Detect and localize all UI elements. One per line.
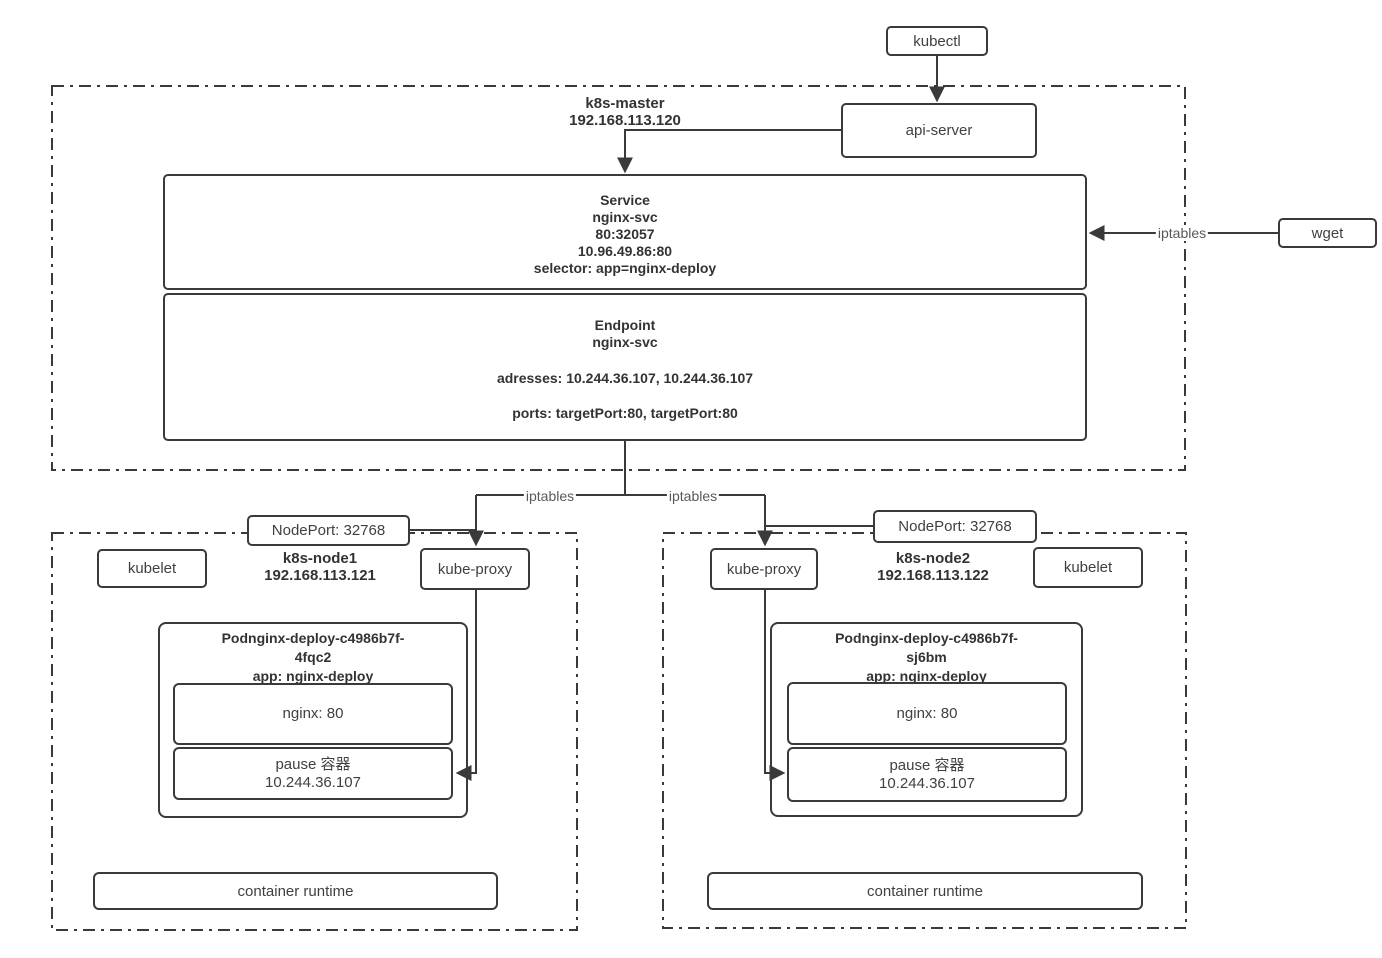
pod2-title: Podnginx-deploy-c4986b7f- sj6bm app: ngi… (772, 624, 1081, 686)
iptables-label-wget: iptables (1155, 225, 1209, 241)
iptables-label-node2: iptables (666, 488, 720, 504)
nginx-container-label-node1: nginx: 80 (282, 705, 344, 722)
endpoint-box: Endpoint nginx-svc adresses: 10.244.36.1… (163, 293, 1087, 441)
pause1-name: pause 容器 (275, 755, 351, 773)
nginx-container-box-node1: nginx: 80 (173, 683, 453, 745)
node2-title: k8s-node2 192.168.113.122 (877, 550, 989, 584)
api-server-box: api-server (841, 103, 1037, 158)
nodeport-label-node1: NodePort: 32768 (271, 522, 386, 539)
wget-label: wget (1311, 224, 1344, 242)
endpoint-title: Endpoint (594, 317, 656, 333)
node1-title: k8s-node1 192.168.113.121 (264, 550, 376, 584)
container-runtime-label-node1: container runtime (237, 882, 354, 900)
pause-container-label-node2: pause 容器 10.244.36.107 (879, 757, 975, 793)
kube-proxy-box-node1: kube-proxy (420, 548, 530, 590)
pause-container-label-node1: pause 容器 10.244.36.107 (265, 756, 361, 792)
pause1-ip: 10.244.36.107 (265, 773, 361, 791)
nodeport-badge-node2: NodePort: 32768 (873, 510, 1037, 543)
pause2-name: pause 容器 (889, 756, 965, 774)
nginx-container-box-node2: nginx: 80 (787, 682, 1067, 745)
pod1-title-line2: 4fqc2 (294, 649, 332, 665)
endpoint-name: nginx-svc (592, 334, 658, 350)
pod2-title-line1: Podnginx-deploy-c4986b7f- (835, 630, 1018, 646)
kubelet-label-node1: kubelet (127, 560, 177, 577)
pause2-ip: 10.244.36.107 (879, 774, 975, 792)
container-runtime-box-node1: container runtime (93, 872, 498, 910)
service-box: Service nginx-svc 80:32057 10.96.49.86:8… (163, 174, 1087, 290)
iptables-label-node1: iptables (523, 488, 577, 504)
service-cluster-ip: 10.96.49.86:80 (577, 243, 673, 259)
kubelet-box-node1: kubelet (97, 549, 207, 588)
pause-container-box-node2: pause 容器 10.244.36.107 (787, 747, 1067, 802)
kube-proxy-label-node2: kube-proxy (726, 560, 802, 578)
kubectl-label: kubectl (913, 32, 961, 50)
master-ip: 192.168.113.120 (569, 112, 681, 129)
node2-name: k8s-node2 (895, 550, 971, 567)
endpoint-addresses: adresses: 10.244.36.107, 10.244.36.107 (496, 370, 754, 386)
node1-ip: 192.168.113.121 (264, 567, 376, 584)
pod2-title-line2: sj6bm (906, 649, 947, 665)
kube-proxy-box-node2: kube-proxy (710, 548, 818, 590)
endpoint-ports: ports: targetPort:80, targetPort:80 (512, 405, 738, 421)
master-title: k8s-master 192.168.113.120 (569, 95, 681, 129)
nginx-container-label-node2: nginx: 80 (896, 704, 958, 722)
master-name: k8s-master (585, 95, 665, 112)
service-selector: selector: app=nginx-deploy (533, 260, 717, 276)
container-runtime-box-node2: container runtime (707, 872, 1143, 910)
api-server-label: api-server (905, 122, 973, 139)
service-port-mapping: 80:32057 (595, 226, 655, 242)
kubelet-label-node2: kubelet (1063, 559, 1113, 576)
kubelet-box-node2: kubelet (1033, 547, 1143, 588)
nodeport-label-node2: NodePort: 32768 (898, 518, 1012, 535)
container-runtime-label-node2: container runtime (867, 882, 983, 900)
nodeport-badge-node1: NodePort: 32768 (247, 515, 410, 546)
pod1-title-line1: Podnginx-deploy-c4986b7f- (221, 630, 405, 646)
kubectl-box: kubectl (886, 26, 988, 56)
kube-proxy-label-node1: kube-proxy (437, 560, 513, 578)
wget-box: wget (1278, 218, 1377, 248)
service-title: Service (600, 192, 650, 208)
node2-ip: 192.168.113.122 (877, 567, 989, 584)
arrow-apiserver-to-service (617, 129, 841, 174)
pause-container-box-node1: pause 容器 10.244.36.107 (173, 747, 453, 800)
service-name: nginx-svc (592, 209, 658, 225)
pod1-title: Podnginx-deploy-c4986b7f- 4fqc2 app: ngi… (160, 624, 466, 686)
node1-name: k8s-node1 (282, 550, 358, 567)
